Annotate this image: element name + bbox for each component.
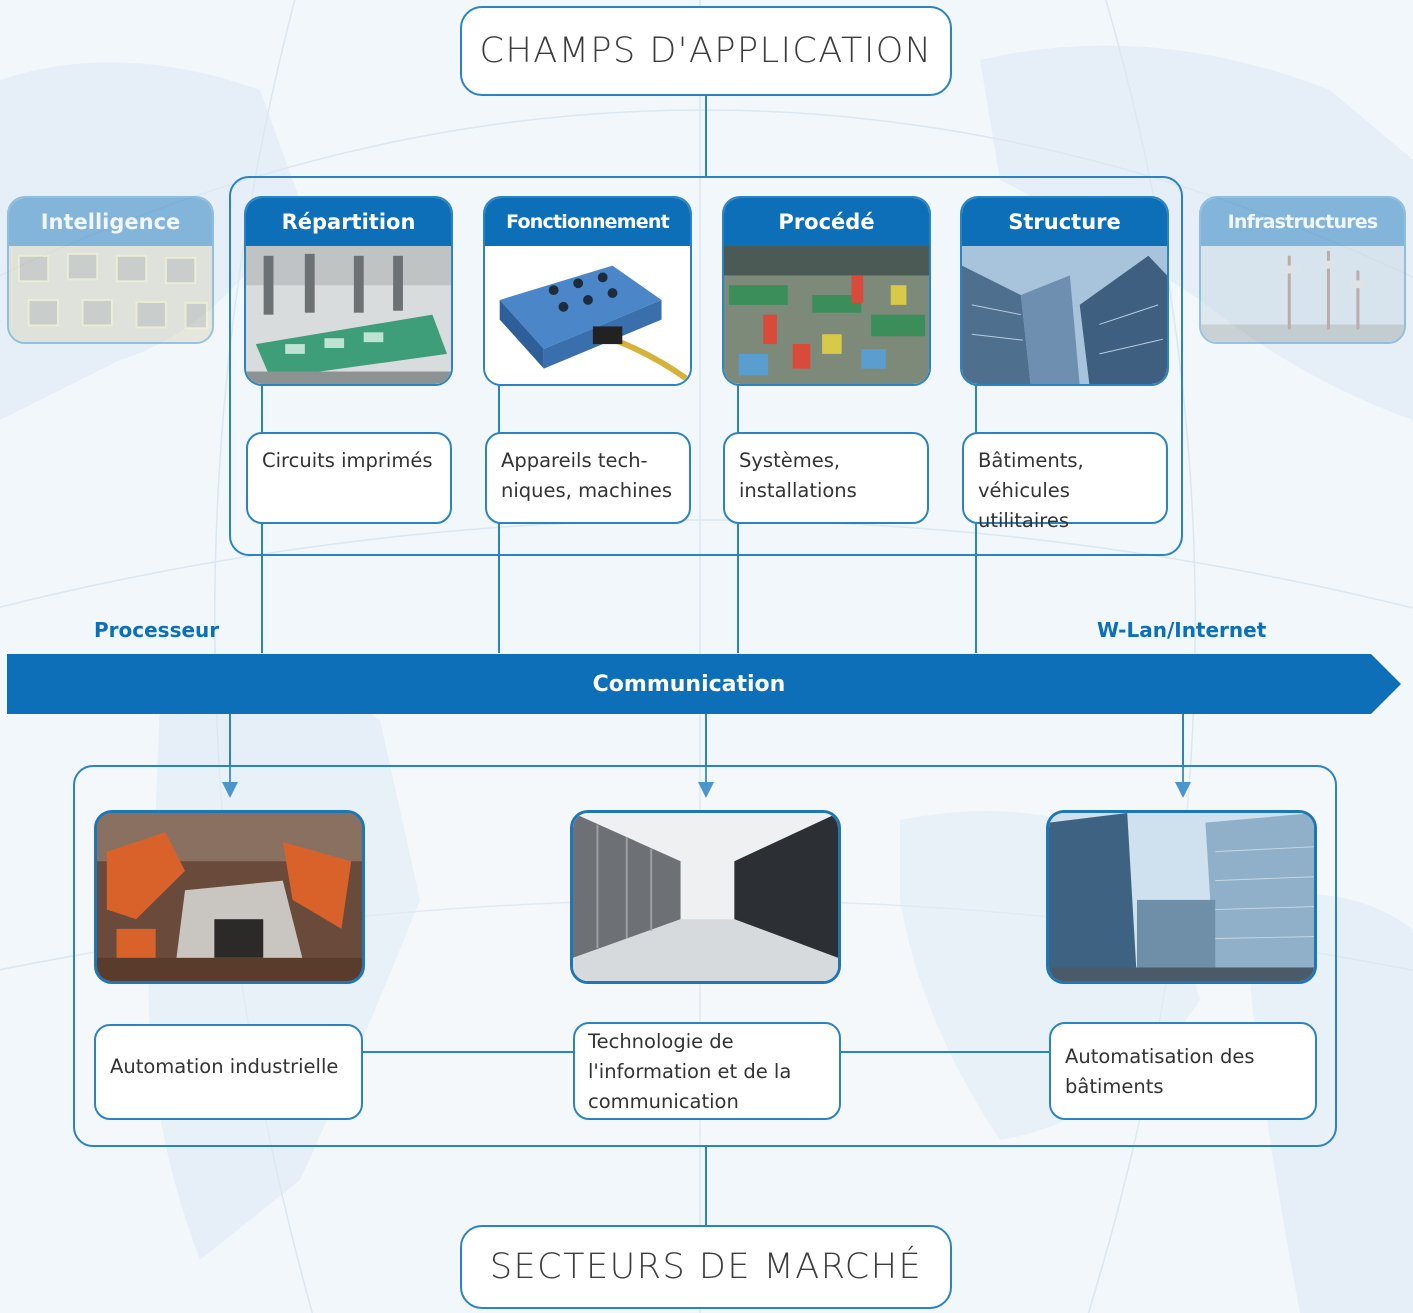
bottom-title: SECTEURS DE MARCHÉ — [460, 1225, 952, 1309]
card-header: Fonctionnement — [485, 198, 690, 246]
application-group-frame — [229, 176, 1183, 556]
card-structure: Structure — [960, 196, 1169, 386]
label-automation-industrielle: Automation industrielle — [94, 1024, 363, 1120]
card-intelligence: Intelligence — [7, 196, 214, 344]
card-repartition: Répartition — [244, 196, 453, 386]
antenna-tower-image — [1201, 246, 1404, 342]
photo-industrial — [94, 810, 365, 984]
label-batiments-vehicules: Bâtiments, véhicules utilitaires — [962, 432, 1168, 532]
office-tower-image — [962, 246, 1167, 384]
card-header: Structure — [962, 198, 1167, 246]
chip-grid-image — [9, 246, 212, 342]
card-infrastructures: Infrastructures — [1199, 196, 1406, 344]
processeur-label: Processeur — [94, 618, 220, 642]
card-header: Répartition — [246, 198, 451, 246]
wlan-internet-label: W-Lan/Internet — [1097, 618, 1267, 642]
circuit-board-image — [246, 246, 451, 384]
down-arrows — [222, 714, 1191, 798]
card-header: Procédé — [724, 198, 929, 246]
card-procede: Procédé — [722, 196, 931, 386]
connector-bottom — [705, 1147, 707, 1227]
photo-building — [1046, 810, 1317, 984]
server-room-image — [573, 813, 838, 981]
label-technologie-information: Technologie de l'information et de la co… — [573, 1022, 841, 1120]
card-header: Infrastructures — [1201, 198, 1404, 246]
communication-band: Communication — [7, 654, 1371, 714]
label-systemes-installations: Systèmes, installations — [723, 432, 929, 524]
connector-top — [705, 96, 707, 176]
top-title: CHAMPS D'APPLICATION — [460, 6, 952, 96]
chevron-right-icon — [1340, 654, 1401, 714]
card-fonctionnement: Fonctionnement — [483, 196, 692, 386]
modern-building-image — [1049, 813, 1314, 981]
car-factory-robots-image — [97, 813, 362, 981]
communication-label: Communication — [592, 671, 786, 697]
industrial-installation-image — [724, 246, 929, 384]
photo-it — [570, 810, 841, 984]
label-automatisation-batiments: Automatisation des bâtiments — [1049, 1022, 1317, 1120]
card-header: Intelligence — [9, 198, 212, 246]
label-appareils-techniques: Appareils tech- niques, machines — [485, 432, 691, 524]
label-circuits-imprimes: Circuits imprimés — [246, 432, 452, 524]
io-module-image — [485, 246, 690, 384]
